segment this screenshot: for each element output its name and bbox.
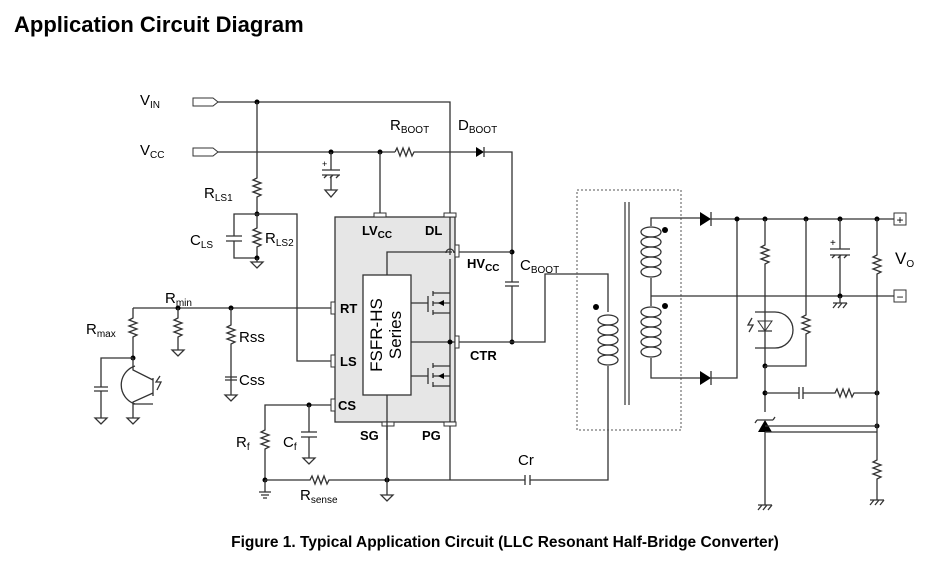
cboot-capacitor bbox=[505, 281, 519, 342]
pin-label-dl: DL bbox=[425, 223, 442, 238]
rectifier-diode-bottom bbox=[700, 371, 711, 385]
label-rmin: Rmin bbox=[165, 290, 192, 309]
css-capacitor bbox=[223, 370, 239, 402]
compensation-network bbox=[765, 387, 877, 399]
vin-terminal bbox=[192, 97, 219, 107]
cls-capacitor bbox=[226, 213, 257, 259]
pin-sg bbox=[381, 421, 395, 427]
pin-label-cs: CS bbox=[338, 398, 356, 413]
phototransistor bbox=[120, 358, 163, 425]
pin-dl bbox=[443, 212, 457, 218]
label-css: Css bbox=[239, 372, 265, 389]
pin-ls bbox=[330, 354, 336, 368]
pin-label-lvcc: LVCC bbox=[362, 223, 392, 241]
pin-label-ls: LS bbox=[340, 354, 357, 369]
plus-sign: + bbox=[896, 213, 903, 227]
label-vcc: VCC bbox=[140, 142, 164, 161]
pin-pg bbox=[443, 421, 457, 427]
label-rss: Rss bbox=[239, 329, 265, 346]
label-cls: CLS bbox=[190, 232, 213, 251]
cr-capacitor bbox=[524, 380, 609, 485]
label-rboot: RBOOT bbox=[390, 117, 429, 136]
rsense-resistor bbox=[265, 474, 525, 486]
vcc-terminal bbox=[192, 147, 219, 157]
pin-ctr bbox=[454, 335, 460, 349]
pin-rt bbox=[330, 301, 336, 315]
rmax-resistor bbox=[127, 308, 139, 358]
label-vo: VO bbox=[895, 249, 914, 270]
pin-label-ctr: CTR bbox=[470, 348, 497, 363]
bias-resistor bbox=[765, 219, 812, 367]
output-capacitor: + bbox=[830, 219, 850, 309]
pin-label-rt: RT bbox=[340, 301, 357, 316]
figure-caption: Figure 1. Typical Application Circuit (L… bbox=[231, 534, 779, 551]
optocoupler-led bbox=[746, 311, 794, 367]
output-minus-terminal bbox=[893, 289, 907, 303]
pin-hvcc bbox=[454, 244, 460, 258]
rf-resistor bbox=[259, 404, 331, 480]
label-cr: Cr bbox=[518, 452, 534, 469]
divider-resistors bbox=[871, 219, 883, 500]
shunt-regulator bbox=[754, 416, 877, 511]
ic-name: FSFR-HS bbox=[367, 298, 386, 372]
rls2-resistor bbox=[251, 214, 263, 258]
cf-capacitor bbox=[301, 405, 317, 465]
minus-sign: − bbox=[896, 290, 903, 304]
rss-resistor bbox=[225, 308, 237, 370]
pin-label-pg: PG bbox=[422, 428, 441, 443]
page-heading: Application Circuit Diagram bbox=[14, 12, 304, 37]
dboot-diode bbox=[476, 147, 484, 157]
label-vin: VIN bbox=[140, 92, 160, 111]
ic-series: Series bbox=[386, 311, 405, 359]
rectifier-diode-top bbox=[700, 212, 711, 226]
pin-label-hvcc: HVCC bbox=[467, 256, 500, 274]
label-rmax: Rmax bbox=[86, 321, 116, 340]
rls1-resistor bbox=[251, 102, 263, 214]
vin-wire bbox=[218, 101, 451, 213]
svg-text:+: + bbox=[322, 159, 327, 169]
transformer bbox=[593, 202, 894, 405]
pin-lvcc bbox=[373, 212, 387, 218]
vcc-capacitor: + bbox=[322, 152, 340, 198]
label-dboot: DBOOT bbox=[458, 117, 497, 136]
label-rls1: RLS1 bbox=[204, 185, 233, 204]
label-rls2: RLS2 bbox=[265, 230, 294, 249]
pin-cs bbox=[330, 398, 336, 412]
label-cf: Cf bbox=[283, 434, 297, 453]
mosfets bbox=[386, 217, 455, 440]
transformer-box bbox=[576, 189, 682, 431]
led-resistor bbox=[759, 219, 771, 315]
rmin-resistor bbox=[170, 308, 186, 357]
label-cboot: CBOOT bbox=[520, 257, 559, 276]
svg-text:+: + bbox=[830, 238, 836, 249]
rboot-resistor bbox=[394, 146, 476, 158]
label-rsense: Rsense bbox=[300, 487, 338, 506]
output-plus-terminal bbox=[893, 212, 907, 226]
label-rf: Rf bbox=[236, 434, 250, 453]
pin-label-sg: SG bbox=[360, 428, 379, 443]
